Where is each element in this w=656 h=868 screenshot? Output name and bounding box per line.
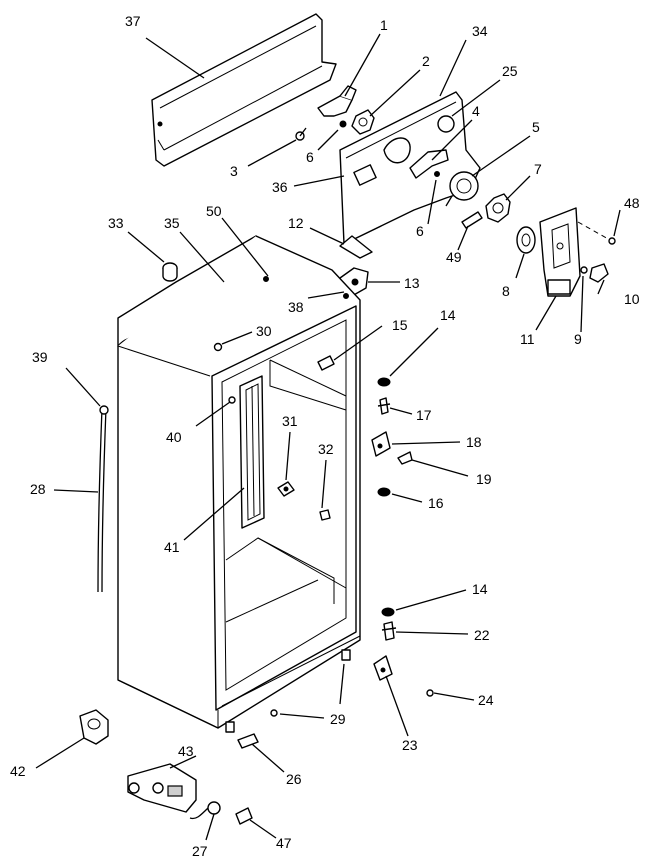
part-number-labels: 37 1 34 2 25 4 5 6 3 7 36 48 33 35 50 12… <box>10 13 640 859</box>
part-28-drain-tube <box>97 405 109 593</box>
part-17-pin <box>377 397 391 415</box>
label-41: 41 <box>164 539 180 555</box>
part-23-bottom-hinge <box>373 655 393 681</box>
part-39-clip <box>99 405 109 415</box>
part-5-thermostat <box>445 171 479 207</box>
label-16: 16 <box>428 495 444 511</box>
label-14b: 14 <box>472 581 488 597</box>
label-8: 8 <box>502 283 510 299</box>
part-22-pin <box>381 621 397 641</box>
label-9: 9 <box>574 331 582 347</box>
label-28: 28 <box>30 481 46 497</box>
part-3-screw <box>295 127 307 141</box>
label-10: 10 <box>624 291 640 307</box>
label-48: 48 <box>624 195 640 211</box>
label-22: 22 <box>474 627 490 643</box>
part-19-screw <box>397 451 413 465</box>
part-10-knob <box>589 263 609 283</box>
part-50-screw <box>263 276 269 282</box>
label-24: 24 <box>478 692 494 708</box>
label-6a: 6 <box>306 149 314 165</box>
part-37-top-trim <box>151 13 337 167</box>
label-25: 25 <box>502 63 518 79</box>
label-42: 42 <box>10 763 26 779</box>
label-1: 1 <box>380 17 388 33</box>
part-18-hinge <box>371 431 391 457</box>
label-17: 17 <box>416 407 432 423</box>
label-12: 12 <box>288 215 304 231</box>
label-40: 40 <box>166 429 182 445</box>
part-40-screw <box>228 396 236 404</box>
label-11: 11 <box>520 331 535 347</box>
label-23: 23 <box>402 737 418 753</box>
label-35: 35 <box>164 215 180 231</box>
label-26: 26 <box>286 771 302 787</box>
label-30: 30 <box>256 323 272 339</box>
part-2-socket <box>351 109 375 135</box>
label-2: 2 <box>422 53 430 69</box>
label-36: 36 <box>272 179 288 195</box>
part-41-rail <box>239 375 265 529</box>
part-31-fitting <box>277 481 295 497</box>
label-31: 31 <box>282 413 298 429</box>
label-49: 49 <box>446 249 462 265</box>
part-33-plug <box>162 262 178 282</box>
part-11-control-housing <box>539 207 581 297</box>
part-9-pin <box>580 266 588 274</box>
label-4: 4 <box>472 103 480 119</box>
part-14-grommet-a <box>377 377 391 387</box>
label-37: 37 <box>125 13 141 29</box>
label-6b: 6 <box>416 223 424 239</box>
label-5: 5 <box>532 119 540 135</box>
part-32-screw <box>319 509 331 521</box>
part-42-leveler <box>79 709 109 745</box>
label-19: 19 <box>476 471 492 487</box>
part-8-knob <box>516 226 536 254</box>
label-15: 15 <box>392 317 408 333</box>
part-43-relay-bracket <box>127 763 197 813</box>
part-30-screw <box>213 342 223 352</box>
part-47-screw <box>235 807 253 825</box>
part-12-light-shield <box>339 235 373 259</box>
part-4-thermostat-bracket <box>409 149 449 179</box>
part-6-screw-b <box>434 171 440 177</box>
label-14a: 14 <box>440 307 456 323</box>
part-48-screw <box>608 237 616 245</box>
part-16-grommet <box>377 487 391 497</box>
label-13: 13 <box>404 275 420 291</box>
label-29: 29 <box>330 711 346 727</box>
label-50: 50 <box>206 203 222 219</box>
part-7-gear <box>485 193 511 223</box>
part-1-bracket <box>317 85 357 117</box>
part-29-fastener <box>270 709 278 717</box>
part-49-screw <box>461 211 483 229</box>
label-34: 34 <box>472 23 488 39</box>
label-18: 18 <box>466 434 482 450</box>
part-14-grommet-b <box>381 607 395 617</box>
part-6-screw-a <box>339 120 347 128</box>
label-33: 33 <box>108 215 124 231</box>
part-25-knob-hole <box>437 115 455 133</box>
part-38-screw <box>343 293 349 299</box>
label-38: 38 <box>288 299 304 315</box>
label-47: 47 <box>276 835 292 851</box>
label-7: 7 <box>534 161 542 177</box>
part-26-bracket <box>237 733 259 749</box>
part-27-clip <box>189 801 221 820</box>
label-39: 39 <box>32 349 48 365</box>
label-43: 43 <box>178 743 194 759</box>
label-27: 27 <box>192 843 208 859</box>
part-15-screw <box>317 355 335 371</box>
leader-lines <box>35 33 621 841</box>
part-48-guide <box>577 221 611 241</box>
label-32: 32 <box>318 441 334 457</box>
part-24-screw <box>426 689 434 697</box>
label-3: 3 <box>230 163 238 179</box>
